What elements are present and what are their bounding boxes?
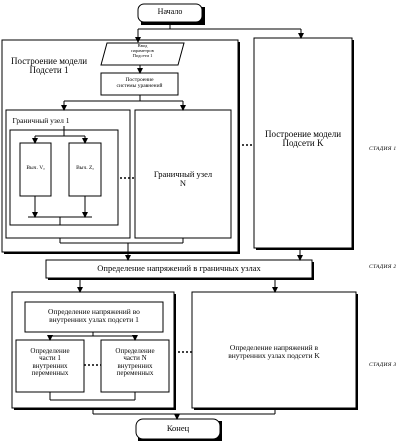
input-parallelogram	[100, 42, 185, 66]
subnetK-label: Построение модели Подсети K	[264, 129, 342, 149]
internalK-box	[191, 291, 357, 409]
calc-z-label: Выч. Zₐ	[76, 165, 94, 171]
connectors	[28, 22, 304, 420]
stage-2-label: СТАДИЯ 2	[369, 264, 397, 270]
boundary-voltages-box	[45, 259, 313, 279]
stage-1-label: СТАДИЯ 1	[369, 146, 397, 152]
start-label: Начало	[157, 7, 183, 16]
stage-3-label: СТАДИЯ 3	[369, 362, 397, 368]
part1-label: Определение части 1 внутренних переменны…	[30, 347, 70, 378]
internal1-title: Определение напряжений во внутренних узл…	[48, 307, 140, 324]
end-label: Конец	[166, 423, 190, 433]
dotted-links	[84, 144, 254, 366]
internal1-title-box	[24, 301, 164, 333]
subnetK-box	[253, 37, 353, 249]
boundary-voltages-label: Определение напряжений в граничных узлах	[97, 263, 261, 273]
calc-v-label: Выч. Vₐ	[26, 165, 45, 171]
boundary1-title: Граничный узел 1	[12, 116, 70, 125]
internalK-label: Определение напряжений в внутренних узла…	[228, 343, 320, 360]
part1-box	[15, 339, 85, 393]
partN-label: Определение части N внутренних переменны…	[115, 347, 155, 378]
input-label: Ввод параметров Подсети 1	[131, 43, 154, 58]
subnet1-title: Построение модели Подсети 1	[10, 56, 88, 76]
boundaryN-box	[134, 109, 232, 239]
calc-v-box	[19, 142, 52, 197]
boundaryN-label: Граничный узел N	[153, 169, 213, 188]
partN-box	[100, 339, 170, 393]
equations-label: Построение системы уравнений	[116, 77, 163, 89]
